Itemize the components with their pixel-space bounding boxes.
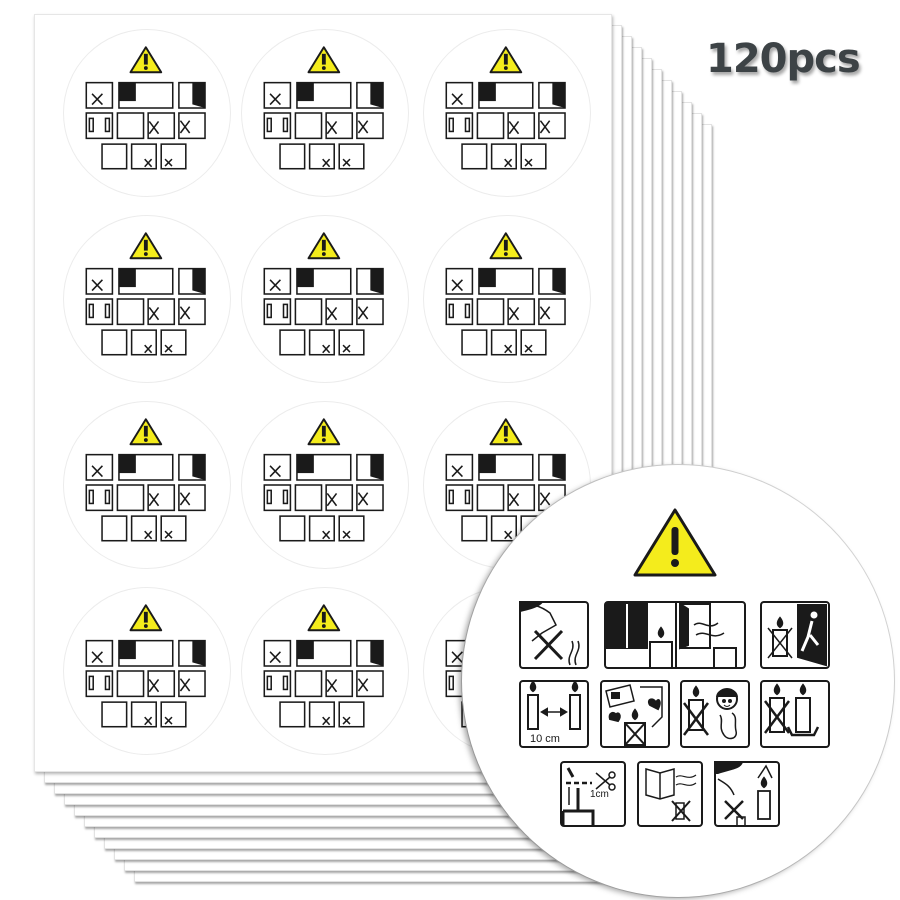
avoid-drafts-window-icon (604, 601, 746, 669)
trim-wick-icon (560, 761, 626, 827)
magnified-sticker: 10 cm 1cm (462, 465, 894, 897)
sticker-graphic (263, 46, 384, 170)
sticker (63, 29, 231, 197)
do-not-blow-out-icon (519, 601, 589, 669)
read-instructions-icon (637, 761, 703, 827)
sticker (241, 29, 409, 197)
sticker-graphic (85, 46, 206, 170)
front-sticker-sheet (34, 14, 612, 772)
keep-away-children-pets-icon (680, 680, 750, 748)
sticker (241, 215, 409, 383)
sticker (63, 215, 231, 383)
sticker-graphic (85, 418, 206, 542)
quantity-badge: 120pcs (706, 36, 861, 82)
sticker (423, 29, 591, 197)
sticker (241, 401, 409, 569)
sticker (423, 215, 591, 383)
label-10cm: 10 cm (530, 733, 560, 745)
sticker-graphic (445, 232, 566, 356)
do-not-sniff-icon (714, 761, 780, 827)
never-leave-unattended-icon (760, 601, 830, 669)
sticker (241, 587, 409, 755)
sticker-graphic (263, 232, 384, 356)
keep-away-flammables-icon (600, 680, 670, 748)
sticker-graphic (445, 46, 566, 170)
label-1cm: 1cm (590, 789, 609, 800)
use-holder-icon (760, 680, 830, 748)
keep-10cm-apart-icon (519, 680, 589, 748)
sticker-graphic (85, 232, 206, 356)
sticker (63, 401, 231, 569)
sticker-graphic (85, 604, 206, 728)
sticker-graphic (263, 418, 384, 542)
warning-triangle-icon (633, 508, 717, 577)
sticker (63, 587, 231, 755)
sticker-detail-graphic: 10 cm 1cm (519, 508, 830, 827)
sticker-graphic (263, 604, 384, 728)
